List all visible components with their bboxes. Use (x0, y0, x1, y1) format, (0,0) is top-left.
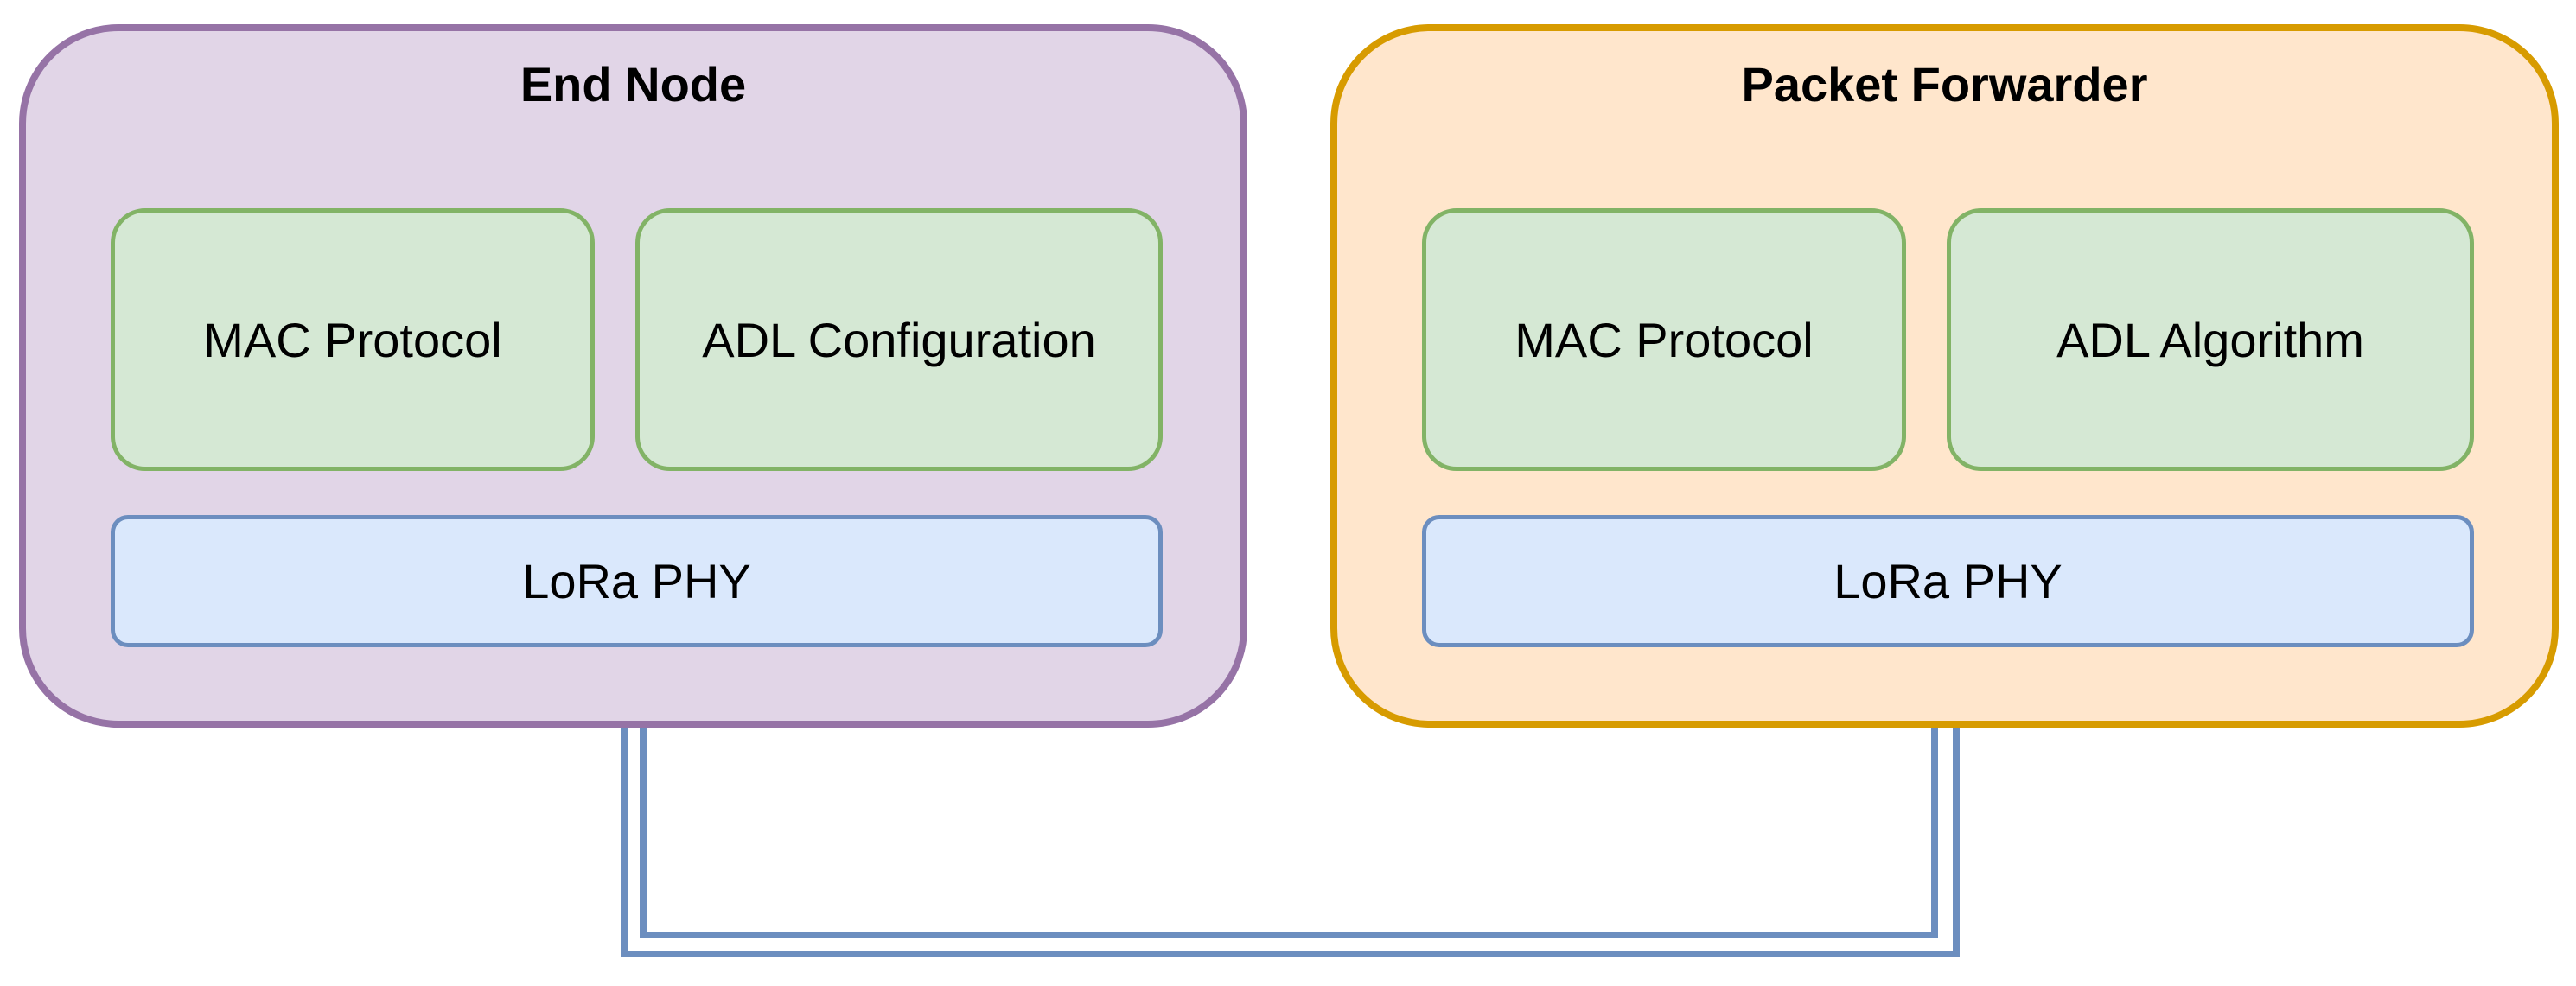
end-node-container: End Node MAC Protocol ADL Configuration … (19, 24, 1247, 728)
end-node-mac-protocol-label: MAC Protocol (203, 312, 502, 367)
packet-forwarder-mac-protocol-block: MAC Protocol (1422, 208, 1906, 471)
packet-forwarder-adl-algorithm-block: ADL Algorithm (1947, 208, 2474, 471)
radio-link-inner-line (640, 724, 1938, 938)
end-node-title: End Node (520, 57, 747, 111)
packet-forwarder-title: Packet Forwarder (1741, 57, 2148, 111)
packet-forwarder-container: Packet Forwarder MAC Protocol ADL Algori… (1330, 24, 2559, 728)
end-node-lora-phy-label: LoRa PHY (522, 554, 751, 608)
packet-forwarder-adl-algorithm-label: ADL Algorithm (2056, 312, 2364, 367)
end-node-lora-phy-block: LoRa PHY (111, 515, 1163, 647)
end-node-adl-configuration-block: ADL Configuration (635, 208, 1163, 471)
packet-forwarder-lora-phy-block: LoRa PHY (1422, 515, 2474, 647)
end-node-adl-configuration-label: ADL Configuration (702, 312, 1096, 367)
packet-forwarder-lora-phy-label: LoRa PHY (1833, 554, 2063, 608)
end-node-mac-protocol-block: MAC Protocol (111, 208, 595, 471)
packet-forwarder-mac-protocol-label: MAC Protocol (1514, 312, 1814, 367)
radio-link-outer-line (621, 724, 1960, 957)
